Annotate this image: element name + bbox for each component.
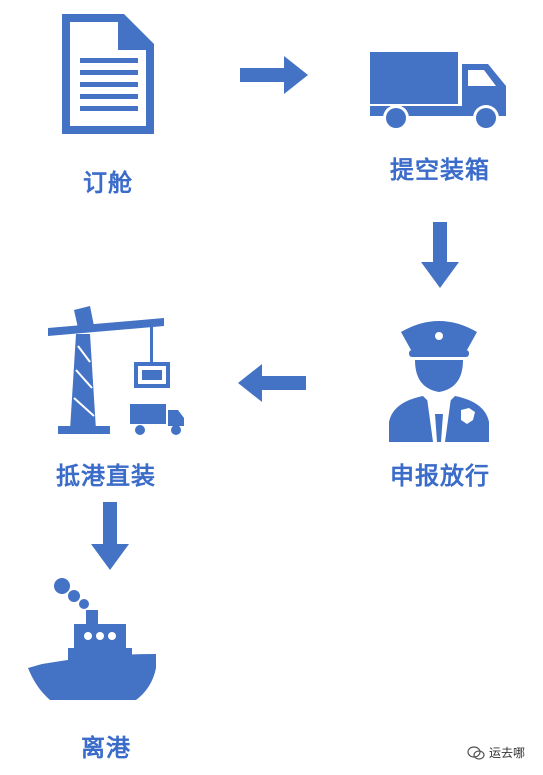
step-label-empty-pickup: 提空装箱 [390, 156, 490, 184]
watermark-text: 运去哪 [488, 746, 525, 760]
customs-officer-icon [383, 316, 495, 442]
step-label-customs-clearance: 申报放行 [390, 462, 490, 490]
truck-icon [368, 48, 510, 132]
step-label-booking: 订舱 [83, 169, 133, 197]
arrow-down-icon [421, 222, 459, 288]
wechat-icon [467, 745, 485, 761]
watermark: 运去哪 [467, 744, 525, 761]
step-label-direct-loading: 抵港直装 [56, 462, 156, 490]
arrow-left-icon [238, 364, 306, 402]
document-icon [58, 10, 158, 138]
crane-icon [44, 306, 186, 436]
arrow-right-icon [240, 56, 308, 94]
arrow-down-icon [91, 502, 129, 570]
ship-icon [28, 576, 158, 706]
step-label-departure: 离港 [81, 734, 131, 762]
